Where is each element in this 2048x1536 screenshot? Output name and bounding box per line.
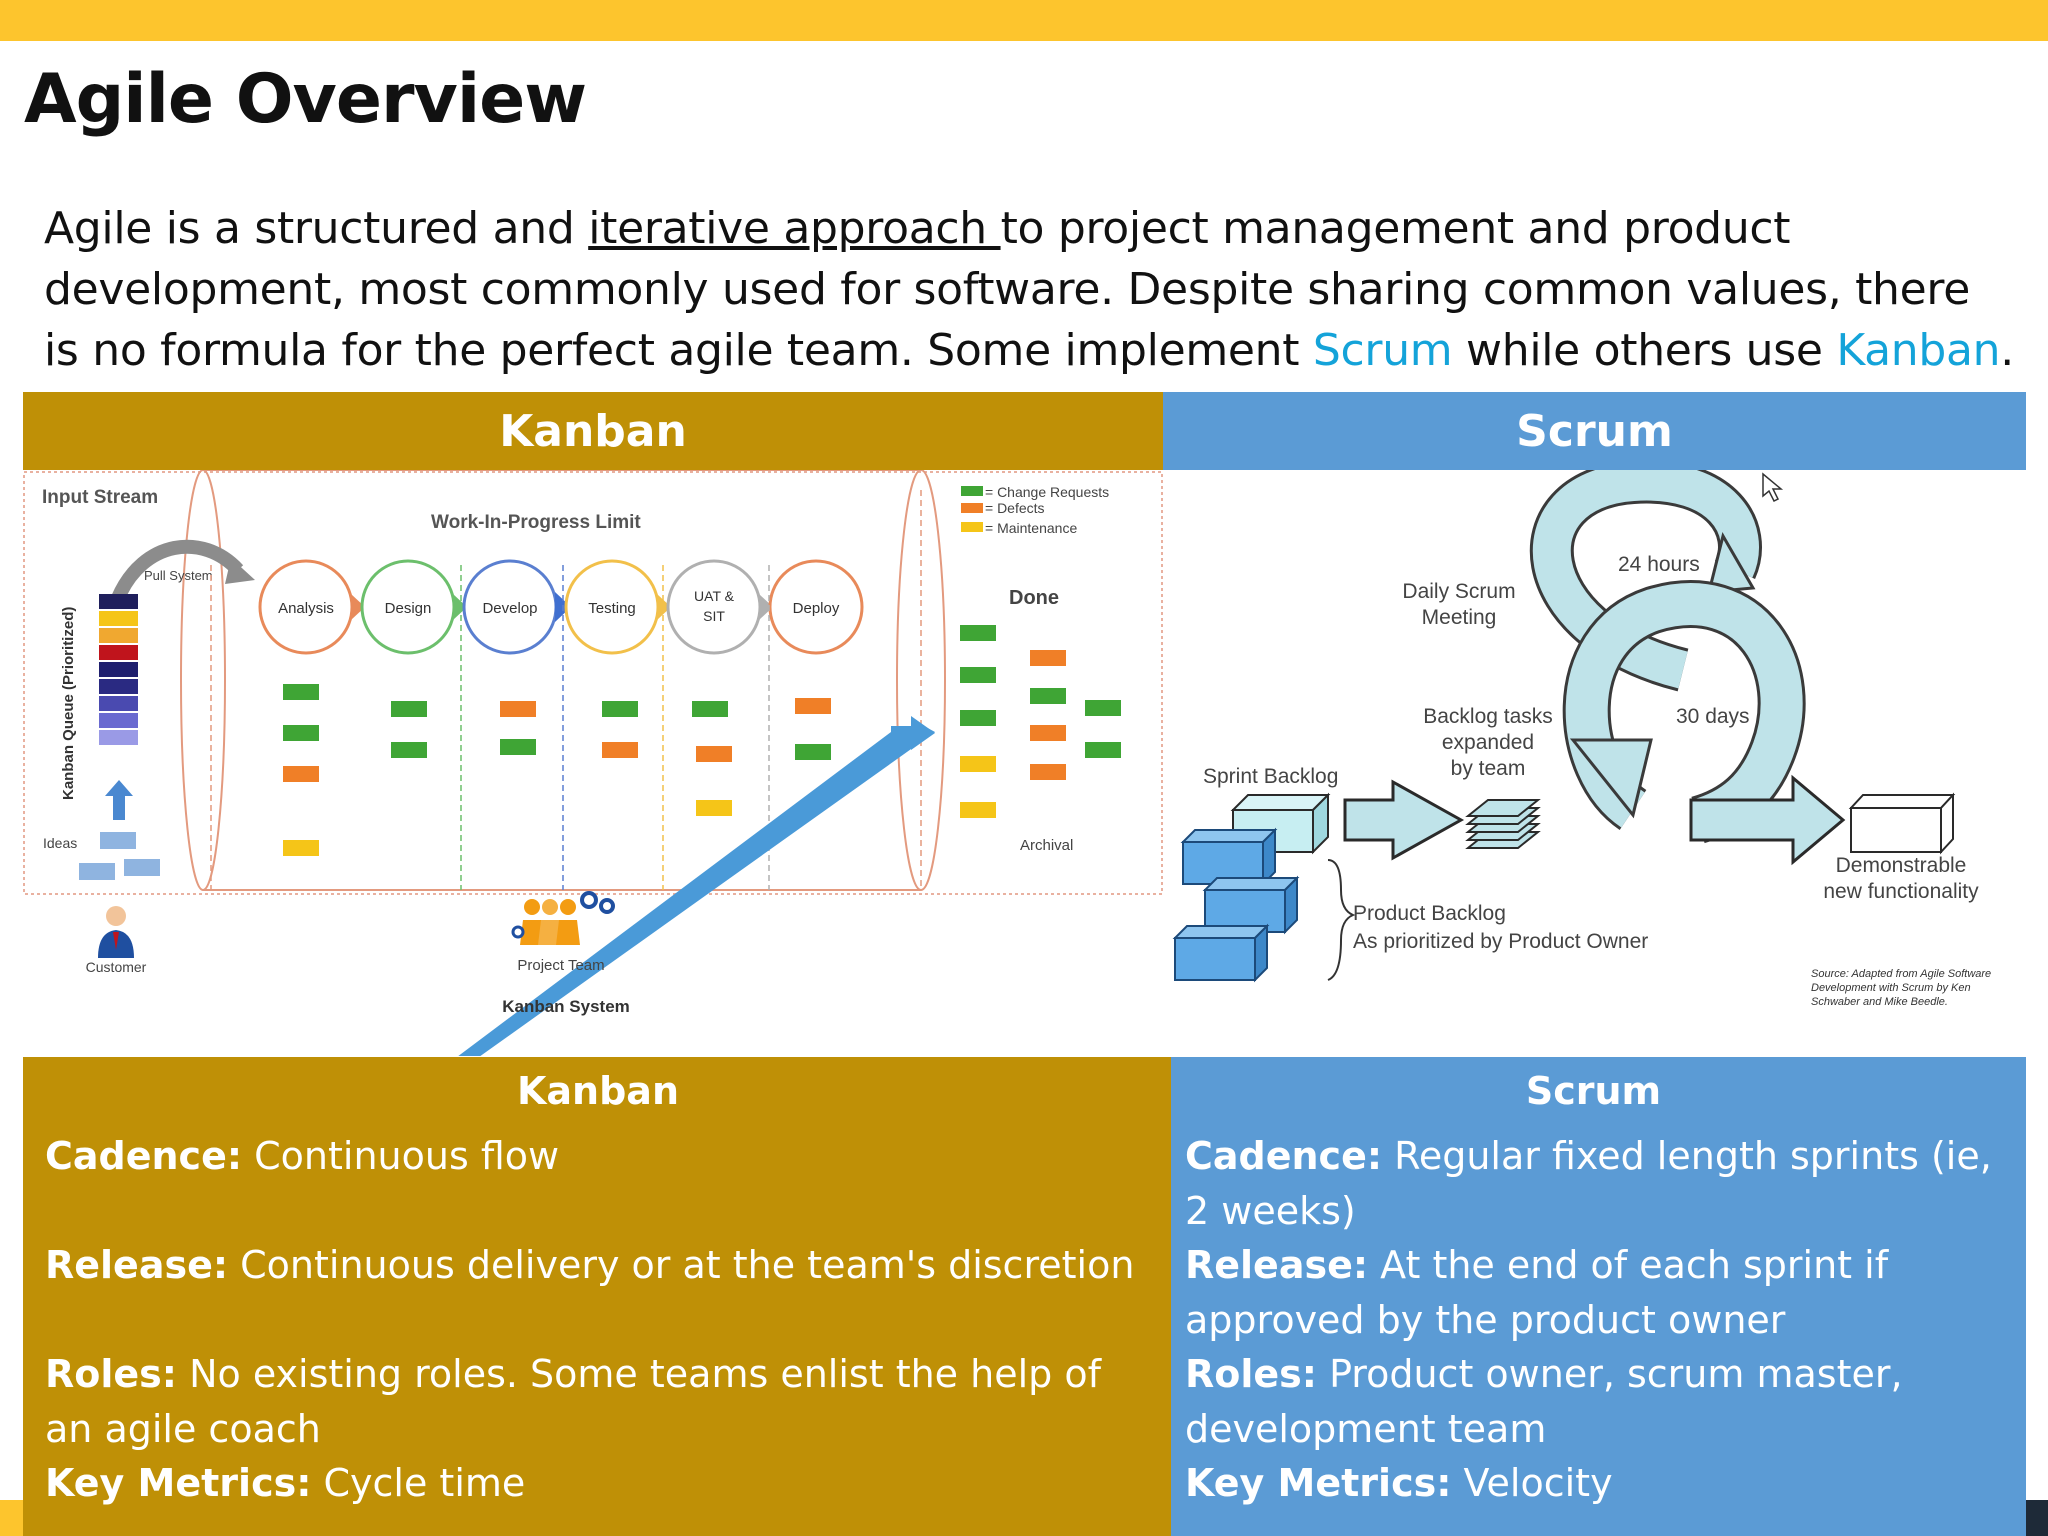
daily-scrum-label: Daily Scrum bbox=[1402, 580, 1515, 603]
intro-text-1: Agile is a structured and bbox=[44, 203, 589, 254]
bottom-accent-left bbox=[0, 1500, 23, 1536]
source-line-2: Development with Scrum by Ken bbox=[1811, 982, 1971, 994]
done-label: Done bbox=[1009, 587, 1059, 609]
move-to-done-arrow bbox=[891, 716, 935, 750]
sprint-cycle-loop bbox=[1562, 580, 1806, 844]
daily-scrum-label-2: Meeting bbox=[1422, 606, 1497, 629]
bottom-accent-right bbox=[2026, 1500, 2048, 1536]
kanban-queue bbox=[99, 594, 138, 745]
days-label: 30 days bbox=[1676, 705, 1750, 728]
stage-deploy: Deploy bbox=[768, 559, 864, 655]
product-backlog-brace bbox=[1327, 859, 1356, 981]
demo-label: Demonstrable bbox=[1836, 854, 1967, 877]
archival-label: Archival bbox=[1020, 837, 1073, 854]
queue-up-arrow bbox=[105, 780, 133, 820]
kanban-legend: = Change Requests = Defects = Maintenanc… bbox=[961, 484, 1109, 536]
top-accent-bar bbox=[0, 0, 2048, 41]
scrum-diagram: 24 hours Daily Scrum Meeting 30 days Bac… bbox=[1163, 459, 2026, 1056]
work-cards bbox=[283, 684, 831, 856]
wip-limit-label: Work-In-Progress Limit bbox=[431, 512, 641, 533]
scrum-diagram-svg: 24 hours Daily Scrum Meeting 30 days Bac… bbox=[1172, 459, 1991, 1008]
kanban-system-label: Kanban System bbox=[502, 997, 630, 1016]
svg-text:Design: Design bbox=[385, 600, 432, 617]
svg-text:= Change Requests: = Change Requests bbox=[985, 484, 1109, 500]
scrum-metrics: Key Metrics: Velocity bbox=[1185, 1461, 1613, 1505]
svg-text:UAT &: UAT & bbox=[694, 588, 735, 604]
kanban-metrics: Key Metrics: Cycle time bbox=[45, 1461, 526, 1505]
stage-testing: Testing bbox=[564, 559, 671, 655]
demonstrable-cube bbox=[1848, 792, 1956, 855]
kanban-diagram-svg: Input Stream Work-In-Progress Limit Pull… bbox=[23, 469, 1163, 1382]
project-team-icon bbox=[511, 891, 615, 945]
backlog-tasks-label-2: expanded bbox=[1442, 731, 1534, 754]
ideas-label: Ideas bbox=[43, 835, 77, 851]
slide-title: Agile Overview bbox=[24, 60, 587, 139]
to-tasks-arrow bbox=[1343, 779, 1465, 861]
tube-left bbox=[180, 469, 226, 891]
kanban-panel: Kanban Cadence: Continuous flow Release:… bbox=[23, 1057, 1171, 1536]
hours-label: 24 hours bbox=[1618, 553, 1700, 576]
scrum-header: Scrum bbox=[1163, 392, 2026, 470]
svg-text:= Maintenance: = Maintenance bbox=[985, 520, 1077, 536]
kanban-cadence: Cadence: Continuous flow bbox=[45, 1134, 560, 1178]
intro-text-3: while others use bbox=[1452, 325, 1837, 376]
scrum-cadence: Cadence: Regular fixed length sprints (i… bbox=[1185, 1134, 1992, 1233]
daily-cycle-loop bbox=[1529, 459, 1762, 692]
demo-label-2: new functionality bbox=[1823, 880, 1979, 903]
to-demo-arrow bbox=[1689, 774, 1846, 866]
product-backlog-stack bbox=[1172, 827, 1300, 983]
intro-paragraph: Agile is a structured and iterative appr… bbox=[44, 198, 2014, 381]
stage-analysis: Analysis bbox=[258, 559, 365, 655]
sprint-backlog-label: Sprint Backlog bbox=[1203, 765, 1338, 788]
intro-text-4: . bbox=[2000, 325, 2014, 376]
svg-text:Develop: Develop bbox=[482, 600, 537, 617]
pull-system-arrow bbox=[111, 539, 244, 601]
svg-text:Deploy: Deploy bbox=[793, 600, 840, 617]
customer-icon bbox=[98, 906, 134, 958]
intro-text-2: to project management and product develo… bbox=[44, 203, 1971, 376]
svg-text:= Defects: = Defects bbox=[985, 500, 1045, 516]
stage-develop: Develop bbox=[462, 559, 571, 655]
input-stream-label: Input Stream bbox=[42, 487, 158, 508]
customer-label: Customer bbox=[86, 959, 147, 975]
backlog-tasks-label-3: by team bbox=[1451, 757, 1526, 780]
kanban-release: Release: Continuous delivery or at the t… bbox=[45, 1243, 1135, 1287]
done-cards bbox=[960, 625, 1121, 818]
project-team-label: Project Team bbox=[517, 957, 604, 974]
mouse-cursor-icon bbox=[1762, 472, 1784, 503]
scrum-roles: Roles: Product owner, scrum master, deve… bbox=[1185, 1352, 1903, 1451]
scrum-release: Release: At the end of each sprint if ap… bbox=[1185, 1243, 1889, 1342]
kanban-roles: Roles: No existing roles. Some teams enl… bbox=[45, 1352, 1101, 1451]
product-backlog-label-2: As prioritized by Product Owner bbox=[1353, 930, 1648, 953]
source-line-3: Schwaber and Mike Beedle. bbox=[1811, 996, 1948, 1008]
svg-text:Analysis: Analysis bbox=[278, 600, 334, 617]
svg-text:Testing: Testing bbox=[588, 600, 636, 617]
source-line-1: Source: Adapted from Agile Software bbox=[1811, 968, 1991, 980]
stage-design: Design bbox=[360, 559, 467, 655]
backlog-tasks-label: Backlog tasks bbox=[1423, 705, 1553, 728]
scrum-panel-title: Scrum bbox=[1525, 1069, 1662, 1113]
intro-scrum-term: Scrum bbox=[1312, 325, 1453, 376]
product-backlog-label: Product Backlog bbox=[1353, 902, 1506, 925]
kanban-header: Kanban bbox=[23, 392, 1163, 470]
kanban-diagram: Input Stream Work-In-Progress Limit Pull… bbox=[23, 469, 1163, 1382]
intro-kanban-term: Kanban bbox=[1836, 325, 2001, 376]
pull-system-label: Pull System bbox=[144, 568, 213, 583]
intro-link-iterative-approach[interactable]: iterative approach bbox=[588, 203, 1001, 254]
svg-text:SIT: SIT bbox=[703, 608, 725, 624]
scrum-panel: Scrum Cadence: Regular fixed length spri… bbox=[1171, 1057, 2026, 1536]
stage-uat-sit: UAT & SIT bbox=[666, 559, 773, 655]
kanban-panel-title: Kanban bbox=[516, 1069, 680, 1113]
queue-label: Kanban Queue (Prioritized) bbox=[60, 607, 77, 800]
backlog-tasks-stack bbox=[1465, 799, 1541, 849]
